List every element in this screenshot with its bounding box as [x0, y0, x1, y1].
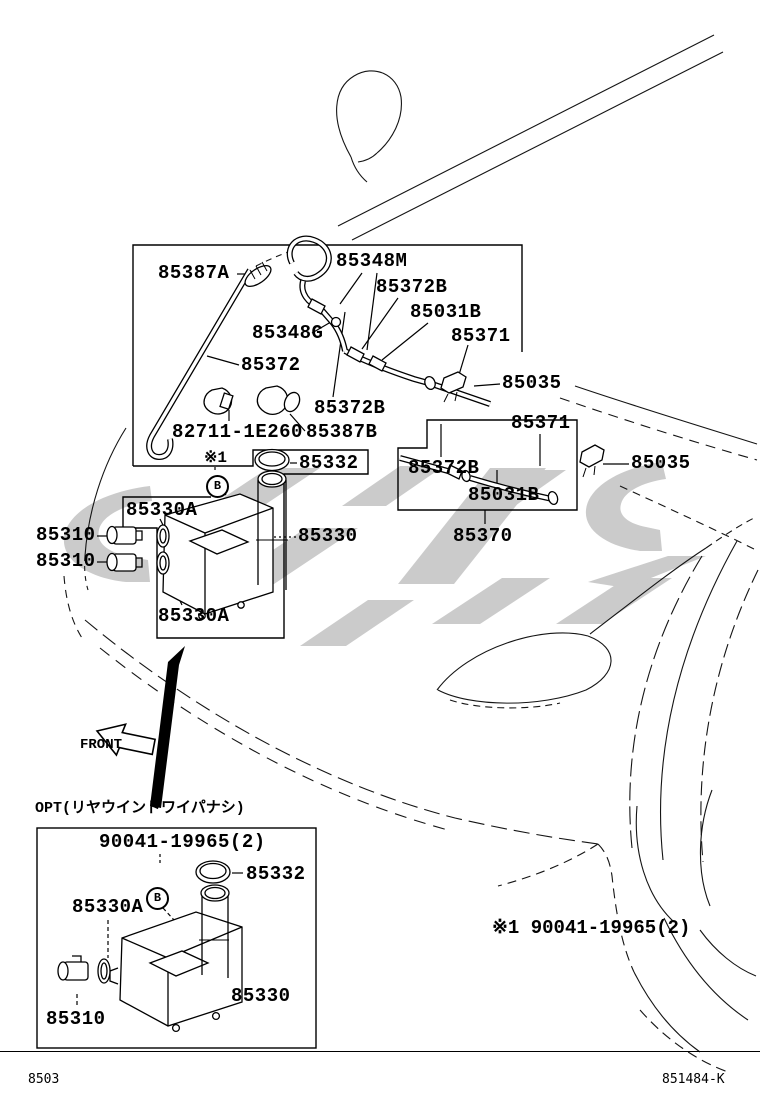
part-label: 85372B: [408, 457, 480, 479]
part-label: 85348G: [252, 322, 324, 344]
callout-boxes: [36, 244, 578, 1049]
part-label: 85031B: [410, 301, 482, 323]
nozzle-85035: [440, 371, 467, 394]
fittings: [203, 261, 605, 506]
part-label: 85310: [36, 550, 96, 572]
bottom-rule: [0, 1051, 760, 1052]
joint-85348G: [330, 316, 342, 328]
part-label: 85332: [299, 452, 359, 474]
vehicle-outline: [63, 34, 759, 1073]
part-label: 85330A: [158, 605, 230, 627]
callout-box-front-hoses: [132, 244, 523, 466]
drawing-code: 851484-K: [662, 1072, 725, 1087]
clamp: [368, 355, 387, 372]
opt-filler-neck: [201, 894, 229, 978]
clamp: [346, 346, 365, 363]
reservoir-assembly: [106, 448, 290, 620]
part-label: 85330A: [126, 499, 198, 521]
part-label: 85330: [231, 985, 291, 1007]
part-label: 85332: [246, 863, 306, 885]
part-label: 85310: [36, 524, 96, 546]
connector: [446, 464, 463, 480]
part-label: 85310: [46, 1008, 106, 1030]
grommet-85387A: [244, 265, 272, 287]
part-label: 85371: [511, 412, 571, 434]
part-label: 85372: [241, 354, 301, 376]
nozzle-85035: [579, 444, 605, 468]
part-label: 85370: [453, 525, 513, 547]
part-label: 90041-19965(2): [99, 831, 266, 853]
callout-box-opt: [36, 827, 317, 1049]
part-label: 85348M: [336, 250, 408, 272]
opt-reservoir-assembly: [57, 860, 243, 1033]
footnote-part: 90041-19965(2): [530, 917, 691, 939]
part-label: 85031B: [468, 484, 540, 506]
filler-neck: [257, 480, 287, 590]
part-label: 85330: [298, 525, 358, 547]
opt-section-title: OPT(リヤウインドワイパナシ): [35, 800, 245, 817]
part-label: 85387A: [158, 262, 230, 284]
ref-marker: ※1: [204, 449, 228, 467]
front-label: FRONT: [80, 737, 123, 753]
front-arrow-icon: [95, 723, 157, 757]
part-label: 85387B: [306, 421, 378, 443]
footnote: ※1 90041-19965(2): [492, 918, 690, 939]
part-label: 85372B: [376, 276, 448, 298]
clamp-85387B: [256, 385, 289, 416]
footnote-marker: ※1: [492, 917, 520, 939]
figure-code: 8503: [28, 1072, 60, 1087]
part-label: 85372B: [314, 397, 386, 419]
part-label: 85035: [631, 452, 691, 474]
b-callout-marker: B: [146, 887, 169, 910]
b-callout-marker: B: [206, 475, 229, 498]
callout-box-rear-hose: [397, 419, 578, 511]
part-label: 85330A: [72, 896, 144, 918]
opt-pointer-arrow: [150, 646, 185, 808]
part-label: 85035: [502, 372, 562, 394]
part-label: 85371: [451, 325, 511, 347]
clamp: [307, 298, 326, 315]
part-label: 82711-1E260: [172, 421, 303, 443]
callout-box-reservoir: [122, 493, 285, 639]
